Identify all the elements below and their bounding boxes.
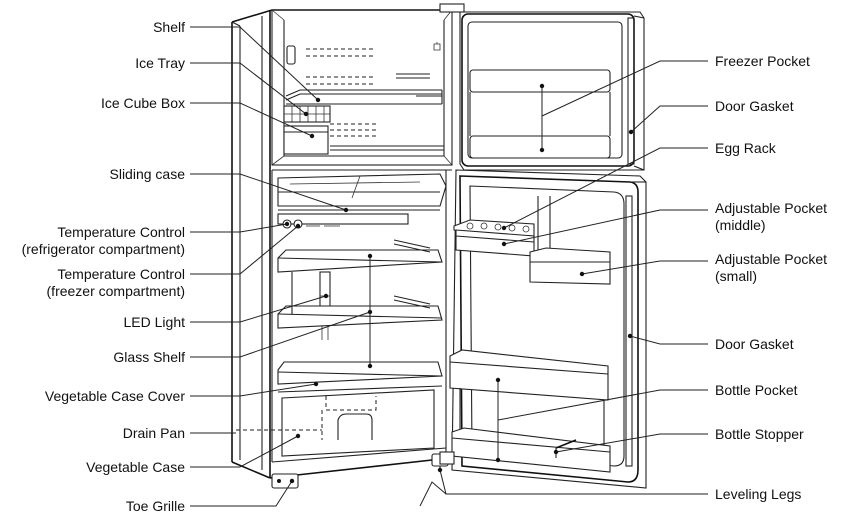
glass-shelf-lower: [277, 295, 443, 329]
label-door-gasket-top: Door Gasket: [715, 98, 794, 114]
temperature-control-panel[interactable]: [277, 213, 409, 229]
label-glass-shelf: Glass Shelf: [113, 349, 185, 365]
label-temperature-control-refrigerator: Temperature Control: [57, 224, 185, 240]
label-door-gasket-bottom: Door Gasket: [715, 336, 794, 352]
vegetable-case: [281, 389, 435, 457]
label-adjustable-pocket-small: Adjustable Pocket: [715, 251, 827, 267]
label-vegetable-case-cover: Vegetable Case Cover: [45, 388, 185, 404]
label-bottle-pocket: Bottle Pocket: [715, 382, 798, 398]
label-temperature-control-freezer: Temperature Control: [57, 266, 185, 282]
refrigerator-cabinet: [231, 9, 460, 489]
refrigerator-door[interactable]: [439, 169, 647, 489]
freezer-pocket: [469, 69, 611, 159]
label-ice-tray: Ice Tray: [135, 55, 185, 71]
label-temperature-control-refrigerator-sub: (refrigerator compartment): [22, 241, 185, 257]
label-toe-grille: Toe Grille: [126, 498, 185, 514]
label-adjustable-pocket-middle: Adjustable Pocket: [715, 200, 827, 216]
refrigerator-compartment: [271, 170, 447, 462]
glass-shelf-upper: [277, 239, 443, 273]
label-freezer-pocket: Freezer Pocket: [715, 53, 810, 69]
freezer-shelf: [285, 73, 443, 105]
freezer-door[interactable]: [439, 3, 645, 171]
label-bottle-stopper: Bottle Stopper: [715, 426, 804, 442]
label-drain-pan: Drain Pan: [123, 425, 185, 441]
door-gasket-bottom: [625, 195, 633, 467]
label-sliding-case: Sliding case: [110, 166, 186, 182]
label-adjustable-pocket-small-sub: (small): [715, 268, 757, 284]
label-led-light: LED Light: [124, 314, 186, 330]
drain-pan: [236, 396, 377, 440]
label-egg-rack: Egg Rack: [715, 140, 777, 156]
bottle-pocket: [449, 349, 609, 450]
label-temperature-control-freezer-sub: (freezer compartment): [47, 283, 185, 299]
label-shelf: Shelf: [153, 19, 185, 35]
vegetable-case-cover: [277, 361, 443, 393]
labels-left: Shelf Ice Tray Ice Cube Box Sliding case…: [22, 19, 186, 514]
bottle-pocket-lower: [451, 427, 611, 473]
label-leveling-legs: Leveling Legs: [715, 486, 801, 502]
adjustable-pocket-small: [529, 247, 611, 285]
label-ice-cube-box: Ice Cube Box: [101, 95, 185, 111]
sliding-case: [277, 173, 447, 211]
ice-cube-box: [283, 125, 329, 155]
freezer-vent: [306, 48, 376, 137]
label-adjustable-pocket-middle-sub: (middle): [715, 217, 766, 233]
leader-lines: [190, 26, 708, 507]
labels-right: Freezer Pocket Door Gasket Egg Rack Adju…: [715, 53, 827, 502]
door-gasket-top: [627, 17, 635, 165]
label-vegetable-case: Vegetable Case: [86, 459, 185, 475]
